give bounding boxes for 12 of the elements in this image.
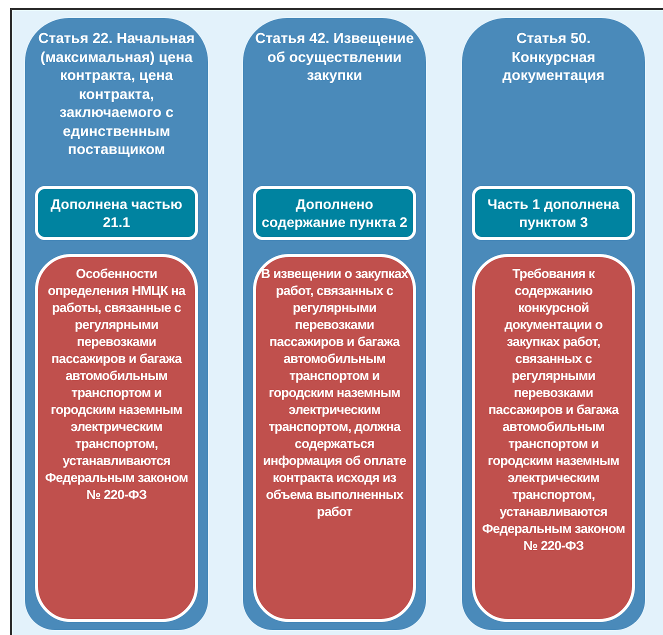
description-box: В извещении о закупках работ, связанных с регулярными перевозками пассажиров и багажа автомобильным транспортом и городским наземным электрическим транспортом, должна содержаться информация об оплате контракта исходя из объема выполненных работ (253, 254, 416, 622)
description-box: Особенности определения НМЦК на работы, связанные с регулярными перевозками пассажиров и багажа автомобильным транспортом и городским наземным электрическим транспортом, устанавливаются Федеральным законом № 220-ФЗ (35, 254, 198, 622)
article-heading: Статья 50. Конкурсная документация (501, 30, 606, 86)
description-box: Требования к содержанию конкурсной документации о закупках работ, связанных с регулярными перевозками пассажиров и багажа автомобильным транспортом и городским наземным электрическим транспортом, устанавливаются Федеральным законом № 220-ФЗ (472, 254, 635, 622)
article-heading: Статья 42. Извещение об осуществлении закупки (255, 30, 414, 86)
article-column (243, 18, 426, 630)
amendment-box: Часть 1 дополнена пунктом 3 (472, 186, 635, 240)
amendment-box: Дополнена частью 21.1 (35, 186, 198, 240)
article-heading: Статья 22. Начальная (максимальная) цена контракта, цена контракта, заключаемого с единственным поставщиком (37, 30, 196, 160)
amendment-box: Дополнено содержание пункта 2 (253, 186, 416, 240)
article-column (462, 18, 645, 630)
article-column (25, 18, 208, 630)
